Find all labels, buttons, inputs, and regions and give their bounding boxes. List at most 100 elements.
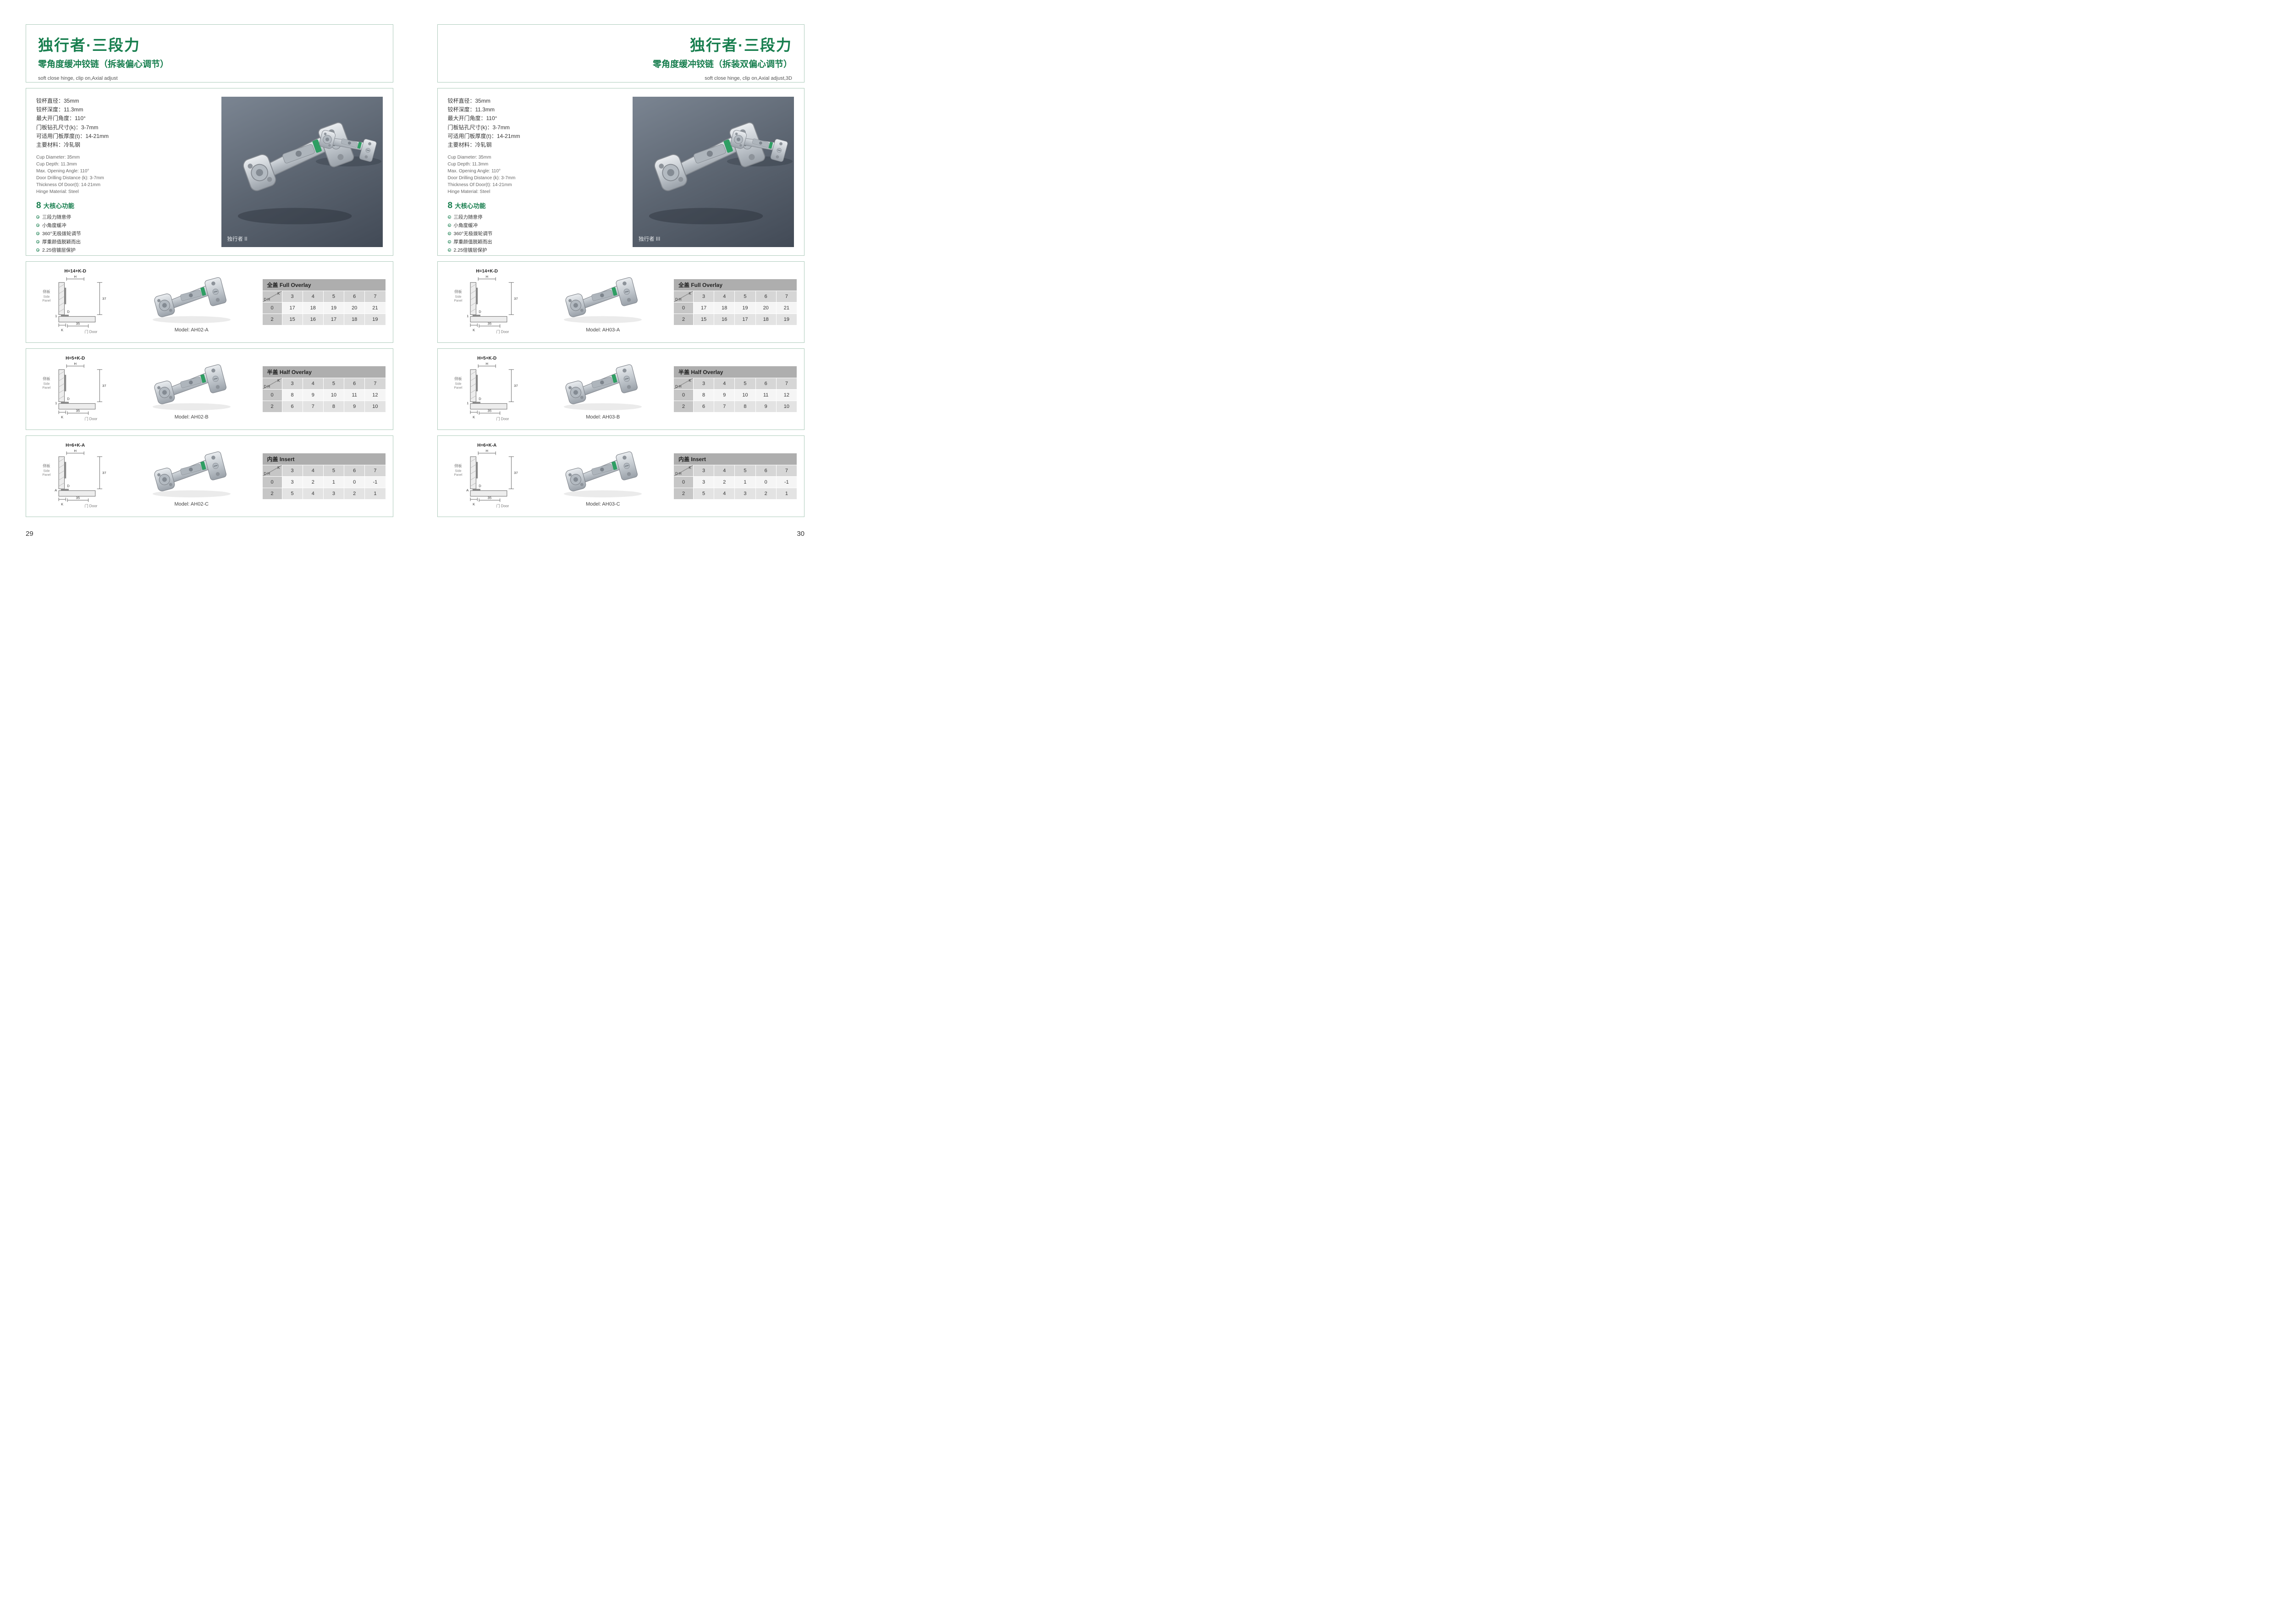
feature-label: 厚重颜值脱颖而出 — [453, 239, 492, 245]
k-header-cell: 6 — [344, 465, 365, 476]
features-list: 三段力随意停小角度缓冲360°无极拨轮调节厚重颜值脱颖而出2.25倍镀层保护平衡… — [447, 214, 607, 256]
value-cell: 18 — [303, 303, 323, 314]
value-cell: 9 — [755, 401, 776, 412]
row-label-cell: 0 — [262, 390, 282, 401]
diagram-formula: H=5+K-D — [477, 356, 496, 361]
k-header-cell: 3 — [282, 291, 303, 302]
data-table: K D H 3 4 5 6 7 0 8 9 10 11 12 2 6 — [262, 378, 386, 412]
k-header-cell: 5 — [735, 465, 755, 476]
k-header-cell: 7 — [365, 465, 386, 476]
data-table: K D H 3 4 5 6 7 0 3 2 1 0 -1 2 5 — [262, 465, 386, 499]
features-count: 8 — [447, 201, 453, 211]
model-label: Model: AH03-A — [586, 327, 620, 333]
row-label-cell: 0 — [674, 303, 693, 314]
hero-photo — [649, 121, 793, 225]
features-title: 大核心功能 — [455, 203, 486, 210]
feature-label: 2.25倍镀层保护 — [453, 248, 487, 253]
product-section-inner: H=14+K-D H 侧板 Side Panel D 37 1 — [445, 266, 797, 338]
diagram-k-label: K — [61, 328, 63, 332]
corner-h-label: H — [678, 472, 682, 476]
value-cell: 8 — [735, 401, 755, 412]
value-cell: 4 — [303, 488, 323, 499]
spec-line-en: Max. Opening Angle: 110° — [36, 169, 89, 174]
k-header-cell: 5 — [735, 378, 755, 389]
row-label-cell: 2 — [674, 401, 693, 412]
hero-photo — [237, 121, 381, 225]
page-subtitle-en: soft close hinge, clip on,Axial adjust — [38, 76, 118, 81]
value-cell: 1 — [735, 477, 755, 488]
data-table: K D H 3 4 5 6 7 0 8 9 10 11 12 2 6 — [674, 378, 797, 412]
product-photo-block: Model: AH02-C — [137, 446, 247, 507]
feature-label: 小角度缓冲 — [453, 223, 478, 229]
hero-caption: 独行者 III — [639, 237, 661, 242]
feature-label: 360°无极拨轮调节 — [42, 231, 81, 237]
spec-line-cn: 可适用门板厚度(t)：14-21mm — [36, 132, 109, 139]
diagram-extra-label: 1 — [55, 401, 57, 405]
spec-line-cn: 铰杯直径：35mm — [36, 98, 79, 104]
value-cell: 17 — [735, 314, 755, 325]
table-title: 内盖 Insert — [262, 453, 386, 465]
page-left: 独行者·三段力 零角度缓冲铰链（拆装偏心调节） soft close hinge… — [26, 24, 393, 538]
pages-row: 独行者·三段力 零角度缓冲铰链（拆装偏心调节） soft close hinge… — [0, 0, 830, 538]
value-cell: 19 — [735, 303, 755, 314]
hinge-photo — [152, 276, 231, 323]
k-header-cell: 6 — [344, 291, 365, 302]
feature-item: 平衡开关手感柔和 — [36, 255, 196, 256]
value-cell: 1 — [323, 477, 344, 488]
value-cell: 7 — [303, 401, 323, 412]
k-header-cell: 6 — [755, 378, 776, 389]
hero-caption: 独行者 II — [227, 237, 248, 242]
diagram-k-label: K — [473, 502, 475, 506]
page-title: 独行者·三段力 — [690, 37, 792, 54]
feature-label: 厚重颜值脱颖而出 — [42, 239, 81, 245]
row-label-cell: 2 — [262, 314, 282, 325]
diagram-h-label: H — [74, 362, 76, 366]
value-cell: 11 — [344, 390, 365, 401]
k-header-cell: 7 — [365, 378, 386, 389]
diagram-extra-label: 1 — [55, 314, 57, 318]
value-cell: 9 — [303, 390, 323, 401]
corner-h-label: H — [267, 472, 270, 476]
diagram-k-label: K — [61, 415, 63, 419]
hinge-photo — [564, 363, 642, 410]
feature-bullet-icon — [447, 215, 451, 219]
model-label: Model: AH03-B — [586, 414, 620, 420]
k-header-cell: 7 — [776, 291, 797, 302]
table-title: 半盖 Half Overlay — [262, 366, 386, 378]
page-number: 30 — [797, 530, 804, 538]
k-header-cell: 6 — [755, 291, 776, 302]
feature-item: 平衡开关手感柔和 — [448, 255, 607, 256]
value-cell: 20 — [755, 303, 776, 314]
page-right: 独行者·三段力 零角度缓冲铰链（拆装双偏心调节） soft close hing… — [437, 24, 804, 538]
corner-h-label: H — [267, 385, 270, 389]
technical-drawing: H=6+K-A H 侧板 Side Panel D 37 A — [454, 443, 518, 508]
side-panel-label-en1: Side — [43, 469, 50, 473]
diagram-h-label: H — [485, 362, 488, 366]
hinge-photo — [564, 450, 642, 497]
spec-line-en: Thickness Of Door(t): 14-21mm — [36, 182, 101, 188]
hero-image: 独行者 II — [221, 97, 383, 247]
feature-item: 小角度缓冲 — [447, 222, 607, 229]
value-cell: 1 — [776, 488, 797, 499]
value-cell: 19 — [323, 303, 344, 314]
diagram-d-label: D — [67, 397, 70, 401]
feature-item: 三段力随意停 — [447, 214, 607, 220]
diagram-dim-37: 37 — [514, 471, 518, 475]
spec-line-cn: 铰杯深度：11.3mm — [447, 106, 495, 113]
model-label: Model: AH03-C — [585, 501, 620, 507]
feature-item: 厚重颜值脱颖而出 — [36, 238, 196, 245]
page-subtitle: 零角度缓冲铰链（拆装偏心调节） — [38, 60, 169, 69]
spec-line-cn: 主要材料：冷轧钢 — [36, 141, 81, 148]
diagram-dim-35: 35 — [76, 495, 80, 500]
diagram-formula: H=14+K-D — [476, 269, 498, 274]
value-cell: 9 — [714, 390, 735, 401]
model-label: Model: AH02-B — [174, 414, 209, 420]
corner-h-label: H — [267, 297, 270, 302]
hinge-photo — [564, 276, 642, 323]
product-section-half-overlay: H=5+K-D H 侧板 Side Panel D 37 1 — [26, 348, 393, 430]
table-title: 全盖 Full Overlay — [262, 279, 386, 291]
diagram-dim-35: 35 — [487, 321, 491, 325]
